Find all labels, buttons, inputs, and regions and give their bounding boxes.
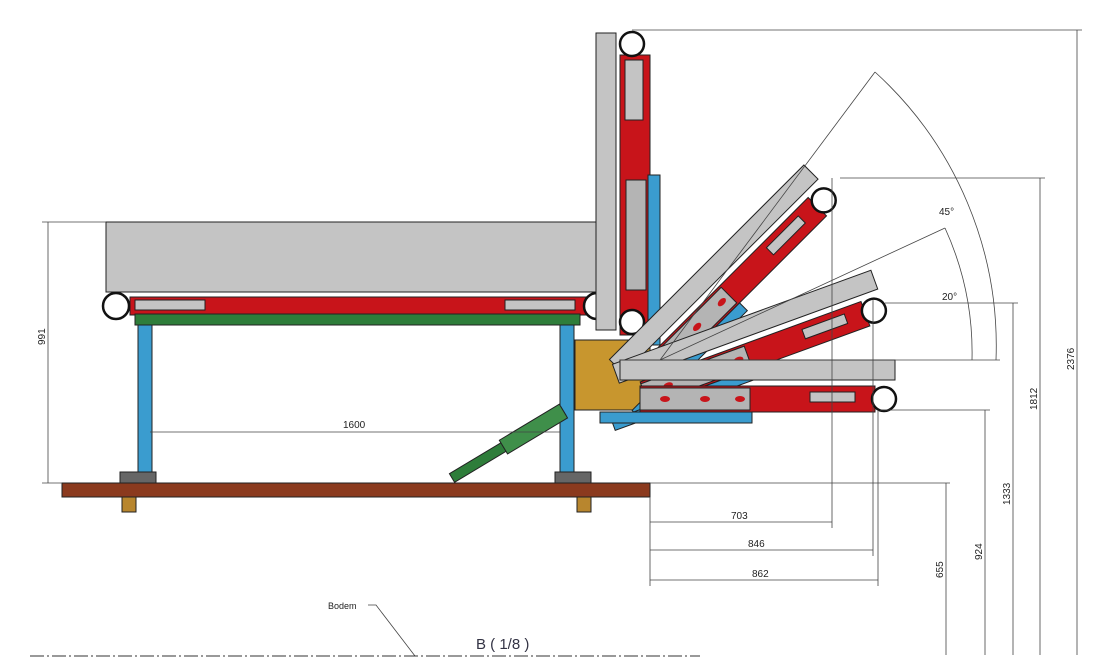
arm-0 <box>598 358 898 425</box>
dimension-lines <box>42 29 1082 655</box>
table-green-frame <box>134 313 581 326</box>
foot-left <box>121 496 137 513</box>
angle-20-label: 20° <box>942 292 957 303</box>
hydraulic-cylinder <box>448 403 569 483</box>
floor-label: Bodem <box>328 601 357 611</box>
roller-icon <box>618 30 646 58</box>
angle-45-label: 45° <box>939 207 954 218</box>
dim-length: 1600 <box>343 420 366 431</box>
leg-left <box>137 324 153 481</box>
dim-reach-0: 862 <box>752 569 769 580</box>
dim-height-20: 1333 <box>1002 482 1013 505</box>
dim-height-table: 991 <box>37 328 48 345</box>
dim-reach-45: 703 <box>731 511 748 522</box>
view-label: B ( 1/8 ) <box>476 636 529 653</box>
dim-height-45: 1812 <box>1029 387 1040 410</box>
table-panel <box>105 221 607 293</box>
foot-right <box>576 496 592 513</box>
roller-icon <box>101 291 131 321</box>
floor-beam <box>61 482 651 498</box>
dim-reach-20: 846 <box>748 539 765 550</box>
dim-height-90: 2376 <box>1066 347 1077 370</box>
dim-height-0: 924 <box>974 543 985 560</box>
dim-floor-height: 655 <box>935 561 946 578</box>
leg-right <box>559 324 575 481</box>
